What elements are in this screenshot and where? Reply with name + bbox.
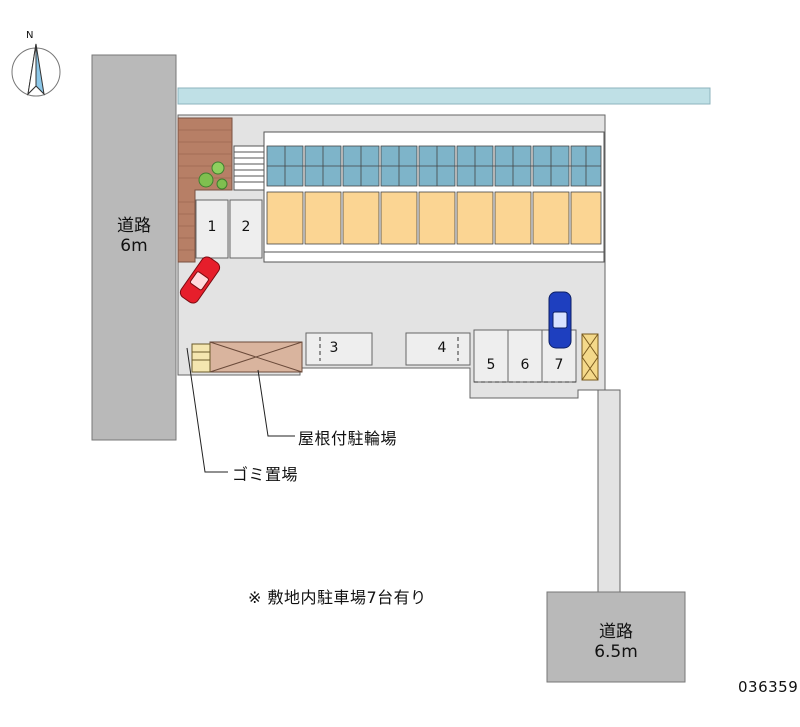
leader-garbage <box>186 347 228 473</box>
storage-box <box>581 333 599 381</box>
blue-car <box>548 291 572 349</box>
garbage-storage <box>191 343 211 373</box>
slot-4 <box>405 332 471 366</box>
slot-number: 3 <box>329 340 339 356</box>
slot-number: 4 <box>437 340 447 356</box>
road-left <box>91 54 177 441</box>
slot-number: 6 <box>520 357 530 373</box>
road-bottom <box>546 591 686 683</box>
slot-3 <box>305 332 373 366</box>
driveway <box>597 389 621 593</box>
road-bottom-name: 道路 <box>599 622 633 642</box>
bicycle-parking-label: 屋根付駐輪場 <box>298 429 398 448</box>
slot-number: 7 <box>554 357 564 373</box>
stairs <box>233 145 265 191</box>
road-bottom-label: 道路 6.5m <box>577 622 655 662</box>
leader-bicycle <box>257 369 295 437</box>
garbage-storage-label: ゴミ置場 <box>232 465 299 484</box>
road-left-label: 道路 6m <box>108 216 160 256</box>
road-left-width: 6m <box>120 236 148 256</box>
slot-number: 5 <box>486 357 496 373</box>
bicycle-parking-shelter <box>209 341 303 373</box>
red-car <box>179 256 221 304</box>
parking-note: ※ 敷地内駐車場7台有り <box>248 588 427 607</box>
compass: N <box>4 30 68 100</box>
river <box>177 87 711 105</box>
compass-icon <box>11 43 61 97</box>
slot-number: 1 <box>207 219 217 235</box>
unit-partitions <box>267 146 601 186</box>
road-left-name: 道路 <box>117 216 151 236</box>
garden-shrubs <box>198 161 228 190</box>
north-label: N <box>26 30 34 41</box>
property-code: 036359 <box>738 678 799 696</box>
slots-1-2 <box>195 199 263 259</box>
road-bottom-width: 6.5m <box>594 642 638 662</box>
slot-number: 2 <box>241 219 251 235</box>
